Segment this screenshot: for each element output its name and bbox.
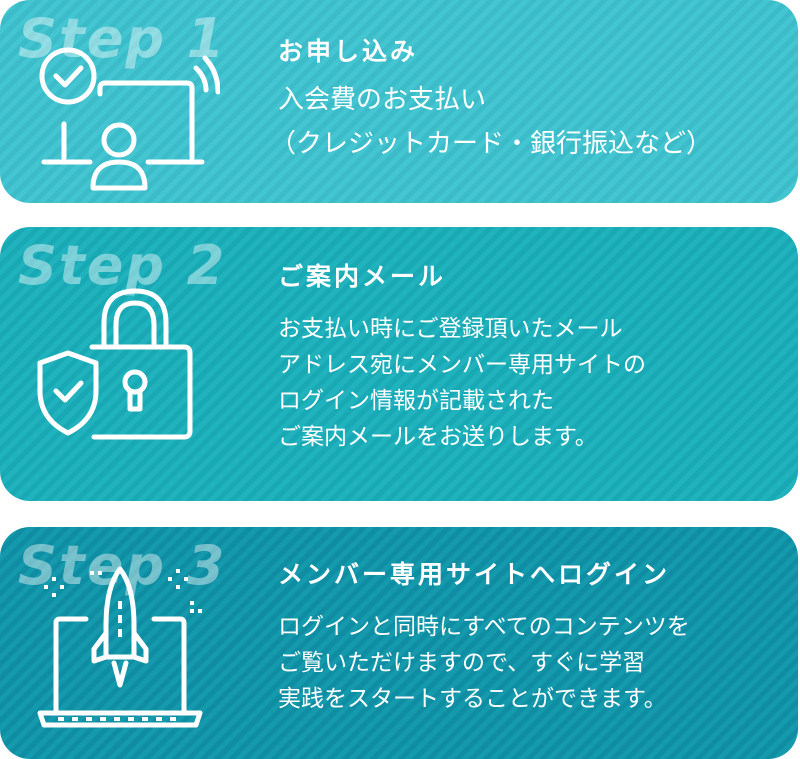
laptop-rocket-icon	[37, 566, 203, 728]
step-3-description: ログインと同時にすべてのコンテンツを ご覧いただけますので、すぐに学習 実践をス…	[278, 609, 690, 717]
step-2-label: Step 2	[18, 234, 227, 297]
step-1-description: 入会費のお支払い （クレジットカード・銀行振込など）	[270, 78, 712, 166]
step-3-label: Step 3	[18, 534, 227, 597]
step-1-line-1: 入会費のお支払い	[278, 85, 487, 115]
step-2-line-3: ログイン情報が記載された	[278, 388, 554, 414]
step-2-title: ご案内メール	[278, 262, 447, 291]
step-1-title: お申し込み	[278, 37, 419, 66]
laptop-user-check-icon	[39, 47, 220, 191]
step-2-description: お支払い時にご登録頂いたメール アドレス宛にメンバー専用サイトの ログイン情報が…	[278, 311, 646, 455]
step-2-card: Step 2 ご案内メール お支払い時にご登録頂いたメール アドレス宛にメンバー…	[0, 227, 798, 501]
step-3-line-3: 実践をスタートすることができます。	[278, 686, 667, 712]
step-3-line-1: ログインと同時にすべてのコンテンツを	[278, 614, 690, 640]
step-3-line-2: ご覧いただけますので、すぐに学習	[278, 650, 646, 676]
step-3-card: Step 3	[0, 527, 798, 759]
step-1-line-2: （クレジットカード・銀行振込など）	[270, 129, 713, 159]
step-2-line-1: お支払い時にご登録頂いたメール	[278, 316, 623, 342]
step-1-card: Step 1 お申し込み 入会費のお支払い （クレジットカード・銀行振込など）	[0, 0, 798, 203]
step-2-line-4: ご案内メールをお送りします。	[278, 424, 598, 450]
step-2-line-2: アドレス宛にメンバー専用サイトの	[278, 352, 646, 378]
step-3-title: メンバー専用サイトへログイン	[278, 560, 671, 589]
padlock-shield-icon	[37, 288, 193, 440]
